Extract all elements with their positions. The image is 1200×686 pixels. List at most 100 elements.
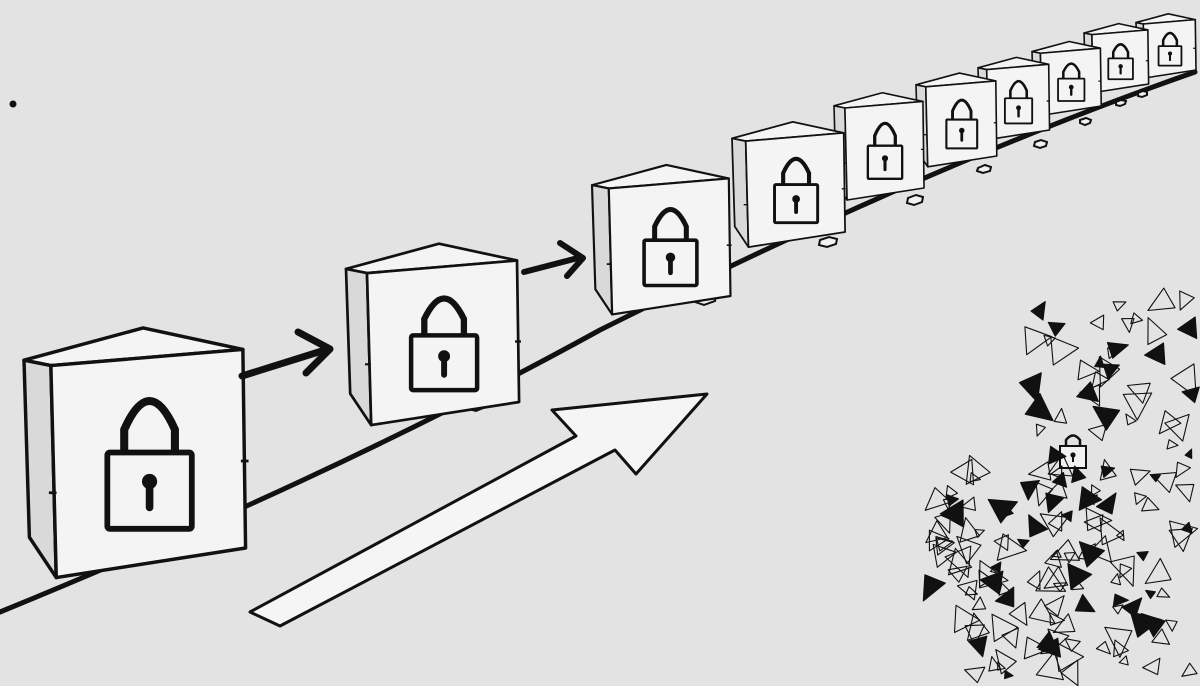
triangle-shard-icon [1166,439,1179,450]
padlock-icon [1057,62,1086,102]
triangle-shard-icon [964,586,978,596]
triangle-shard-icon [947,547,973,576]
triangle-shard-icon [1052,613,1076,634]
triangle-shard-icon [1102,363,1120,380]
triangle-shard-icon [1023,636,1051,660]
triangle-shard-icon [1136,551,1149,562]
triangle-shard-icon [1112,593,1129,607]
triangle-shard-icon [1028,598,1056,624]
triangle-shard-icon [1087,535,1112,563]
triangle-shard-icon [1145,589,1156,600]
triangle-shard-icon [1147,317,1168,346]
triangle-shard-icon [1024,326,1053,356]
padlock-icon [408,295,480,393]
triangle-shard-icon [1035,481,1054,507]
triangle-shard-icon [1165,619,1178,632]
triangle-shard-icon [1110,573,1122,586]
triangle-shard-icon [987,498,1018,524]
triangle-shard-icon [1121,317,1135,334]
fragment-cloud [922,287,1200,686]
chain-node [1115,98,1128,108]
padlock-icon [1157,31,1183,67]
triangle-shard-icon [945,485,959,500]
triangle-shard-icon [964,624,985,647]
triangle-shard-icon [988,656,1002,672]
triangle-shard-icon [1088,494,1098,506]
triangle-shard-icon [1049,612,1065,626]
padlock-icon [945,98,979,150]
triangle-shard-icon [994,586,1015,608]
triangle-shard-icon [1035,566,1067,592]
triangle-shard-icon [996,533,1028,561]
triangle-shard-icon [953,604,981,634]
triangle-shard-icon [967,635,988,658]
chain-node [1079,116,1093,127]
triangle-shard-icon [1130,312,1144,325]
block [833,91,925,201]
triangle-shard-icon [1039,513,1069,538]
triangle-shard-icon [1179,290,1195,311]
triangle-shard-icon [1106,341,1129,359]
triangle-shard-icon [1181,386,1200,404]
triangle-shard-icon [924,487,952,511]
triangle-shard-icon [1026,570,1041,591]
triangle-shard-icon [1076,381,1099,402]
block [22,326,249,580]
triangle-shard-icon [1176,316,1198,340]
triangle-shard-icon [942,498,954,510]
triangle-shard-icon [1085,543,1096,555]
large-arrow-icon [248,392,709,628]
triangle-shard-icon [1122,392,1153,421]
chain-node [975,163,993,175]
triangle-shard-icon [1151,628,1171,645]
triangle-shard-icon [928,529,950,552]
triangle-shard-icon [1001,627,1019,649]
triangle-shard-icon [966,612,990,641]
triangle-shard-icon [1053,407,1068,424]
triangle-shard-icon [1030,301,1046,321]
triangle-shard-icon [1079,384,1101,407]
triangle-shard-icon [1077,359,1100,381]
triangle-shard-icon [978,560,1009,589]
triangle-shard-icon [1074,593,1096,613]
triangle-shard-icon [1044,550,1062,568]
triangle-shard-icon [1083,514,1104,532]
triangle-shard-icon [989,563,1001,575]
triangle-shard-icon [1099,517,1124,546]
triangle-shard-icon [932,543,957,568]
triangle-shard-icon [1050,336,1080,366]
triangle-shard-icon [1047,628,1070,651]
connector-arrows [238,240,586,380]
triangle-shard-icon [1040,635,1060,655]
padlock-icon [1107,43,1134,81]
chain-node [905,193,925,207]
triangle-shard-icon [1156,587,1171,598]
triangle-shard-icon [1149,473,1161,483]
triangle-shard-icon [1168,528,1193,553]
chain-node [1032,138,1049,150]
triangle-shard-icon [1061,510,1073,523]
triangle-shard-icon [1170,363,1197,398]
triangle-shard-icon [1134,492,1147,505]
triangle-shard-icon [1047,479,1068,499]
triangle-shard-icon [1054,641,1085,673]
triangle-shard-icon [1087,423,1108,442]
padlock-icon [104,397,195,532]
triangle-shard-icon [1063,551,1076,564]
triangle-shard-icon [1064,638,1081,652]
chain-node [817,235,839,249]
arrow-right-icon [521,240,586,279]
triangle-shard-icon [1024,392,1054,422]
triangle-shard-icon [1151,472,1178,494]
triangle-shard-icon [1109,555,1135,587]
triangle-shard-icon [1043,565,1069,589]
triangle-shard-icon [1144,557,1172,585]
block [977,56,1051,141]
triangle-shard-icon [1119,563,1133,579]
triangle-shard-icon [1089,314,1105,331]
block [915,72,998,168]
triangle-shard-icon [1071,465,1087,484]
triangle-shard-icon [1085,507,1113,532]
triangle-shard-icon [1141,496,1160,512]
